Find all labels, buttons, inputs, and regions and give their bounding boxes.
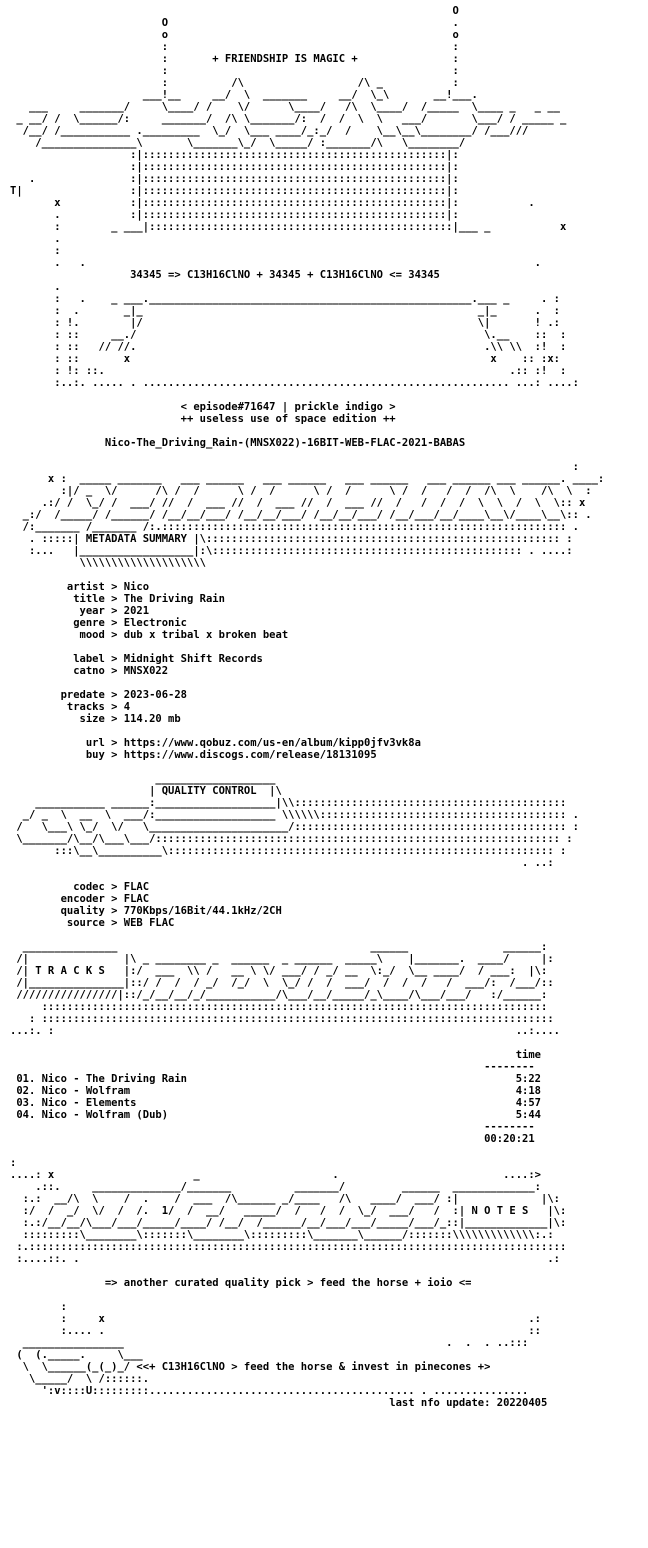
header-ascii-art: O O . o o : — [10, 5, 579, 389]
tracks-ascii-banner: _______________ ______ ______: /| |\ _ _… — [10, 941, 560, 1037]
metadata-ascii-banner: : x : _____ _______ ___ ______ ___ _____… — [22, 461, 605, 569]
quality-list: codec > FLAC encoder > FLAC quality > 77… — [60, 881, 282, 929]
notes-ascii-banner: : ....: x _ . ....:> .::. ______________… — [10, 1157, 567, 1265]
last-update-line: last nfo update: 20220405 — [10, 1397, 548, 1409]
tracklist: time -------- 01. Nico - The Driving Rai… — [16, 1049, 542, 1145]
episode-block: < episode#71647 | prickle indigo > ++ us… — [104, 401, 466, 449]
quality-ascii-banner: ___________________ | QUALITY CONTROL |\… — [16, 773, 579, 869]
notes-line: => another curated quality pick > feed t… — [10, 1277, 472, 1289]
footer-ascii-art: : : x .: :.... . :: ________________ — [16, 1301, 542, 1397]
metadata-list: artist > Nico title > The Driving Rain y… — [60, 581, 421, 761]
